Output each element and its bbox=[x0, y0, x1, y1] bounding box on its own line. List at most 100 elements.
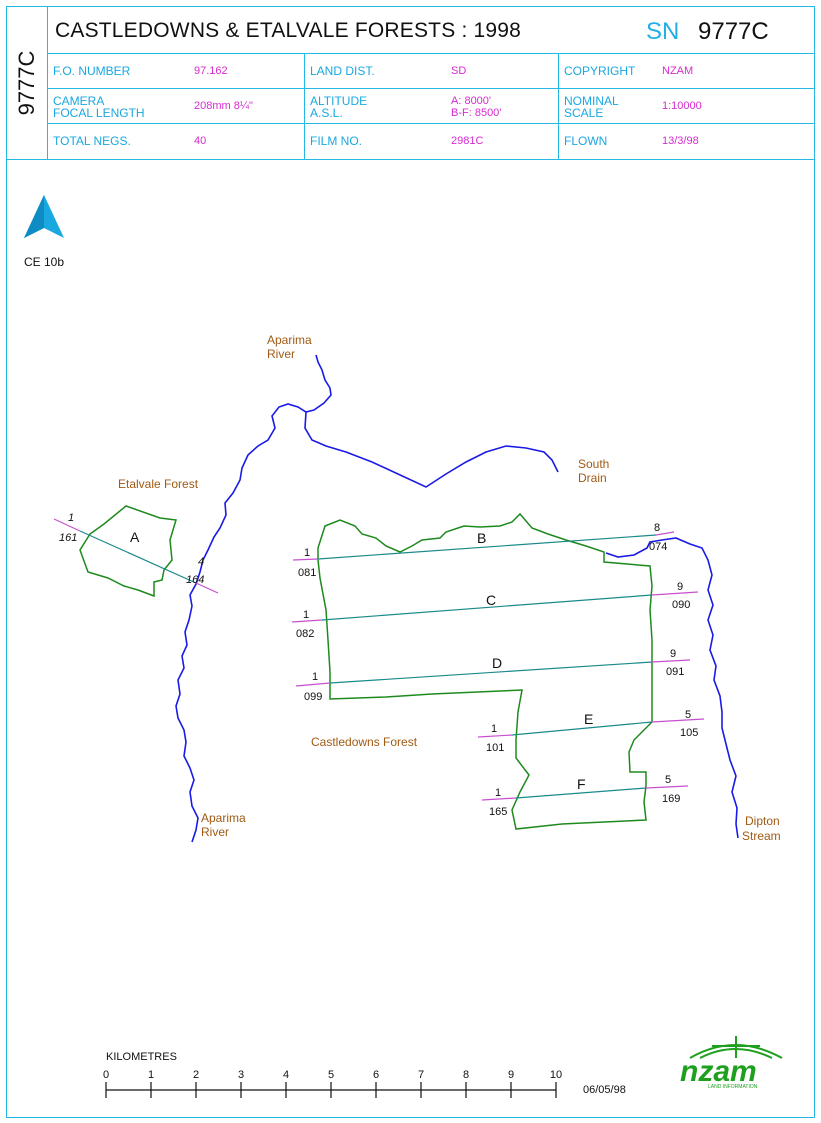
south-drain-label-line2: Drain bbox=[578, 471, 607, 485]
flight-line-f bbox=[515, 787, 647, 799]
grid-reference: CE 10b bbox=[24, 255, 64, 269]
flight-line-b bbox=[317, 534, 657, 560]
run-a-start-frame: 161 bbox=[59, 532, 77, 544]
nzam-logo: nzam LAND INFORMATION bbox=[680, 1036, 783, 1090]
run-c-end-frame: 090 bbox=[672, 599, 690, 611]
camera-value: 208mm 8¼" bbox=[194, 100, 253, 112]
camera-cell: CAMERA FOCAL LENGTH 208mm 8¼" bbox=[48, 89, 305, 123]
altitude-label-line1: ALTITUDE bbox=[310, 94, 368, 108]
aparima-river-label-top-line1: Aparima bbox=[267, 333, 312, 347]
run-a-letter: A bbox=[130, 529, 140, 545]
north-letter: N bbox=[41, 233, 48, 243]
map-sheet-frame: 9777C CASTLEDOWNS & ETALVALE FORESTS : 1… bbox=[6, 6, 815, 1118]
scale-tick-label: 2 bbox=[193, 1069, 199, 1081]
scale-cell: NOMINAL SCALE 1:10000 bbox=[559, 89, 815, 123]
title-block: 9777C CASTLEDOWNS & ETALVALE FORESTS : 1… bbox=[7, 7, 814, 160]
run-d-end-frame: 091 bbox=[666, 666, 684, 678]
etalvale-forest-boundary bbox=[79, 505, 177, 598]
run-f-start-number: 1 bbox=[495, 787, 501, 799]
flown-label: FLOWN bbox=[564, 134, 608, 148]
logo-text: nzam bbox=[680, 1055, 757, 1088]
film-no-value: 2981C bbox=[451, 135, 484, 147]
run-c-end-number: 9 bbox=[677, 581, 683, 593]
scale-tick-label: 3 bbox=[238, 1069, 244, 1081]
run-e-start-frame: 101 bbox=[486, 742, 504, 754]
castledowns-forest-label: Castledowns Forest bbox=[311, 735, 418, 749]
flown-cell: FLOWN 13/3/98 bbox=[559, 124, 815, 159]
dipton-stream-label-line2: Stream bbox=[742, 829, 781, 843]
globe-icon bbox=[689, 1036, 783, 1059]
run-d-start-number: 1 bbox=[312, 671, 318, 683]
scale-tick-label: 6 bbox=[373, 1069, 379, 1081]
flight-line-a bbox=[79, 530, 197, 584]
run-b-end-number: 8 bbox=[654, 522, 660, 534]
aparima-river-label-bottom-line2: River bbox=[201, 825, 229, 839]
scale-tick-label: 7 bbox=[418, 1069, 424, 1081]
fo-number-value: 97.162 bbox=[194, 65, 228, 77]
run-b-end-frame: 074 bbox=[649, 541, 667, 553]
run-b-start-frame: 081 bbox=[298, 567, 316, 579]
copyright-value: NZAM bbox=[662, 65, 694, 77]
land-district-value: SD bbox=[451, 65, 467, 77]
aparima-river bbox=[175, 354, 332, 843]
run-f-letter: F bbox=[577, 776, 586, 792]
copyright-label: COPYRIGHT bbox=[564, 64, 636, 78]
run-d-letter: D bbox=[492, 655, 502, 671]
flight-line-d bbox=[329, 661, 653, 684]
land-district-cell: LAND DIST. SD bbox=[305, 54, 559, 88]
flight-line-overhangs bbox=[53, 518, 705, 801]
altitude-value-line2: B-F: 8500' bbox=[451, 107, 502, 119]
total-negs-value: 40 bbox=[194, 135, 207, 147]
sn-label: SN bbox=[646, 18, 680, 45]
fo-number-cell: F.O. NUMBER 97.162 bbox=[48, 54, 305, 88]
side-sheet-code-cell: 9777C bbox=[7, 7, 48, 159]
scale-tick-label: 8 bbox=[463, 1069, 469, 1081]
logo-subtext: LAND INFORMATION bbox=[708, 1084, 758, 1090]
info-row-3: TOTAL NEGS. 40 FILM NO. 2981C FLOWN 13/3… bbox=[48, 124, 814, 159]
run-b-start-number: 1 bbox=[304, 547, 310, 559]
run-e-end-number: 5 bbox=[685, 709, 691, 721]
scale-tick-label: 1 bbox=[148, 1069, 154, 1081]
film-no-cell: FILM NO. 2981C bbox=[305, 124, 559, 159]
aparima-river-label-bottom-line1: Aparima bbox=[201, 811, 246, 825]
run-c-start-number: 1 bbox=[303, 609, 309, 621]
dipton-stream-label-line1: Dipton bbox=[745, 814, 780, 828]
south-drain-label-line1: South bbox=[578, 457, 609, 471]
run-c-start-frame: 082 bbox=[296, 628, 314, 640]
run-b-letter: B bbox=[477, 530, 486, 546]
run-f-end-number: 5 bbox=[665, 774, 671, 786]
altitude-value-line1: A: 8000' bbox=[451, 95, 492, 107]
flight-line-c bbox=[321, 594, 653, 621]
info-row-1: F.O. NUMBER 97.162 LAND DIST. SD COPYRIG… bbox=[48, 54, 814, 89]
run-c-letter: C bbox=[486, 592, 496, 608]
title-row: CASTLEDOWNS & ETALVALE FORESTS : 1998 SN… bbox=[48, 7, 814, 54]
run-a-end-frame: 164 bbox=[186, 574, 204, 586]
run-a-start-number: 1 bbox=[68, 512, 74, 524]
aparima-river-label-top-line2: River bbox=[267, 347, 295, 361]
info-row-2: CAMERA FOCAL LENGTH 208mm 8¼" ALTITUDE A… bbox=[48, 89, 814, 124]
run-f-end-frame: 169 bbox=[662, 793, 680, 805]
south-drain bbox=[304, 411, 559, 488]
camera-label-line1: CAMERA bbox=[53, 94, 105, 108]
scale-tick-label: 9 bbox=[508, 1069, 514, 1081]
sn-value: 9777C bbox=[698, 18, 769, 45]
scale-tick-label: 10 bbox=[550, 1069, 562, 1081]
scale-label-line2: SCALE bbox=[564, 106, 604, 120]
run-d-start-frame: 099 bbox=[304, 691, 322, 703]
scale-tick-label: 4 bbox=[283, 1069, 289, 1081]
print-date: 06/05/98 bbox=[583, 1084, 626, 1096]
dipton-stream bbox=[605, 537, 739, 839]
run-d-end-number: 9 bbox=[670, 648, 676, 660]
scale-label-line1: NOMINAL bbox=[564, 94, 619, 108]
land-district-label: LAND DIST. bbox=[310, 64, 375, 78]
scale-bar-title: KILOMETRES bbox=[106, 1051, 177, 1063]
scale-tick-label: 5 bbox=[328, 1069, 334, 1081]
run-e-letter: E bbox=[584, 711, 593, 727]
altitude-label-line2: A.S.L. bbox=[310, 106, 343, 120]
flight-line-e bbox=[511, 721, 653, 736]
scale-value: 1:10000 bbox=[662, 100, 702, 112]
altitude-cell: ALTITUDE A.S.L. A: 8000' B-F: 8500' bbox=[305, 89, 559, 123]
flight-lines bbox=[79, 530, 657, 799]
castledowns-forest-boundary bbox=[317, 512, 653, 830]
